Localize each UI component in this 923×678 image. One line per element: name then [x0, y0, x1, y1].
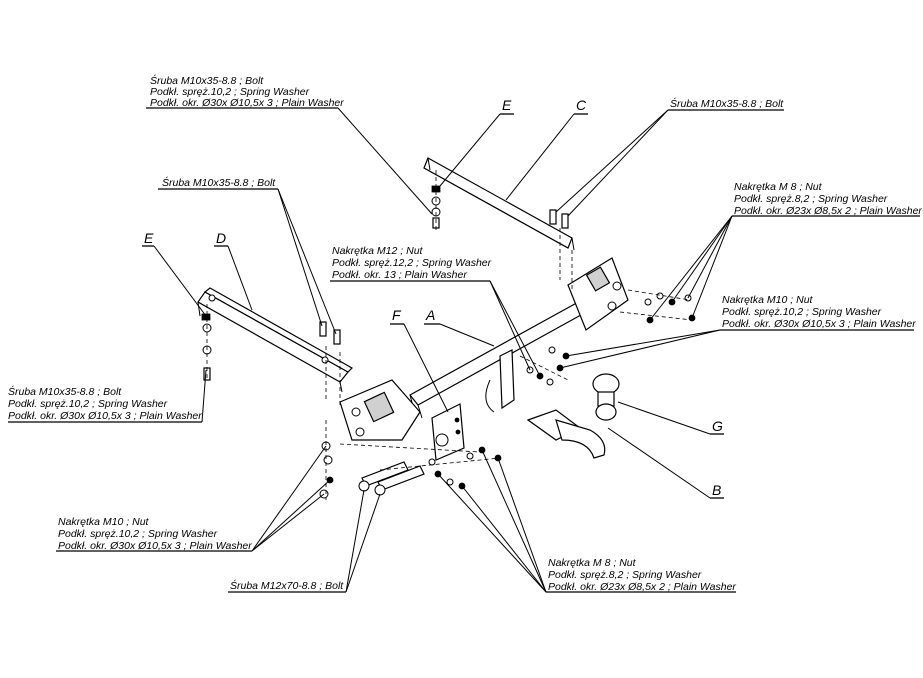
callout-left-low: Śruba M10x35-8.8 ; Bolt Podkł. spręż.10,… [8, 385, 202, 422]
callout-line: Podkł. okr. Ø23x Ø8,5x 2 ; Plain Washer [548, 581, 736, 593]
callout-line: Śruba M10x35-8.8 ; Bolt [8, 385, 122, 398]
letter-g: G [712, 418, 723, 434]
callout-line: Podkł. okr. Ø30x Ø10,5x 3 ; Plain Washer [722, 318, 916, 330]
callout-line: Podkł. spręż.8,2 ; Spring Washer [548, 569, 702, 581]
callout-line: Podkł. spręż.8,2 ; Spring Washer [734, 193, 888, 205]
letter-a: A [425, 307, 435, 323]
letter-e-top: E [502, 97, 512, 113]
assembly-lines [206, 170, 693, 500]
part-b-tow-neck [526, 409, 606, 459]
callout-line: Podkł. spręż.10,2 ; Spring Washer [8, 398, 168, 410]
callout-line: Nakrętka M12 ; Nut [332, 245, 424, 257]
callout-line: Podkł. spręż.10,2 ; Spring Washer [58, 528, 218, 540]
part-g-tow-ball [592, 373, 620, 421]
leader-lines [8, 107, 920, 593]
callout-right-nut-m8: Nakrętka M 8 ; Nut Podkł. spręż.8,2 ; Sp… [734, 181, 922, 217]
callout-line: Podkł. spręż.10,2 ; Spring Washer [722, 306, 882, 318]
letter-f: F [392, 307, 402, 323]
callout-line: Nakrętka M10 ; Nut [722, 294, 814, 306]
callout-top-right-bolt: Śruba M10x35-8.8 ; Bolt [670, 97, 784, 110]
part-f-socket-plate [431, 403, 465, 461]
callout-right-nut-m10: Nakrętka M10 ; Nut Podkł. spręż.10,2 ; S… [722, 294, 916, 330]
callout-center-nut-m12: Nakrętka M12 ; Nut Podkł. spręż.12,2 ; S… [332, 245, 492, 281]
part-c-bracket [423, 157, 575, 251]
callout-line: Nakrętka M10 ; Nut [58, 516, 150, 528]
callout-line: Śruba M10x35-8.8 ; Bolt [150, 74, 264, 87]
part-d-bracket [197, 287, 353, 393]
callout-bottom-bolt-m12: Śruba M12x70-8.8 ; Bolt [230, 579, 344, 592]
callout-line: Podkł. okr. Ø30x Ø10,5x 3 ; Plain Washer [8, 410, 202, 422]
letter-b: B [712, 482, 721, 498]
callout-top-left: Śruba M10x35-8.8 ; Bolt Podkł. spręż.10,… [150, 74, 344, 109]
callout-line: Nakrętka M 8 ; Nut [548, 557, 637, 569]
callout-line: Podkł. okr. 13 ; Plain Washer [332, 269, 467, 281]
callout-bottom-left-nut: Nakrętka M10 ; Nut Podkł. spręż.10,2 ; S… [58, 516, 252, 552]
letter-e-left: E [144, 230, 154, 246]
callout-line: Podkł. okr. Ø23x Ø8,5x 2 ; Plain Washer [734, 205, 922, 217]
callout-line: Podkł. spręż.12,2 ; Spring Washer [332, 257, 492, 269]
callout-line: Podkł. spręż.10,2 ; Spring Washer [150, 86, 310, 98]
letter-d: D [216, 230, 226, 246]
callout-line: Podkł. okr. Ø30x Ø10,5x 3 ; Plain Washer [150, 97, 344, 109]
callout-line: Podkł. okr. Ø30x Ø10,5x 3 ; Plain Washer [58, 540, 252, 552]
part-a-main-tube [339, 257, 629, 441]
callout-left-bolt: Śruba M10x35-8.8 ; Bolt [162, 176, 276, 189]
drop-bracket [485, 349, 515, 413]
callout-bottom-nut-m8: Nakrętka M 8 ; Nut Podkł. spręż.8,2 ; Sp… [548, 557, 736, 593]
letter-c: C [576, 97, 587, 113]
callout-line: Nakrętka M 8 ; Nut [734, 181, 823, 193]
